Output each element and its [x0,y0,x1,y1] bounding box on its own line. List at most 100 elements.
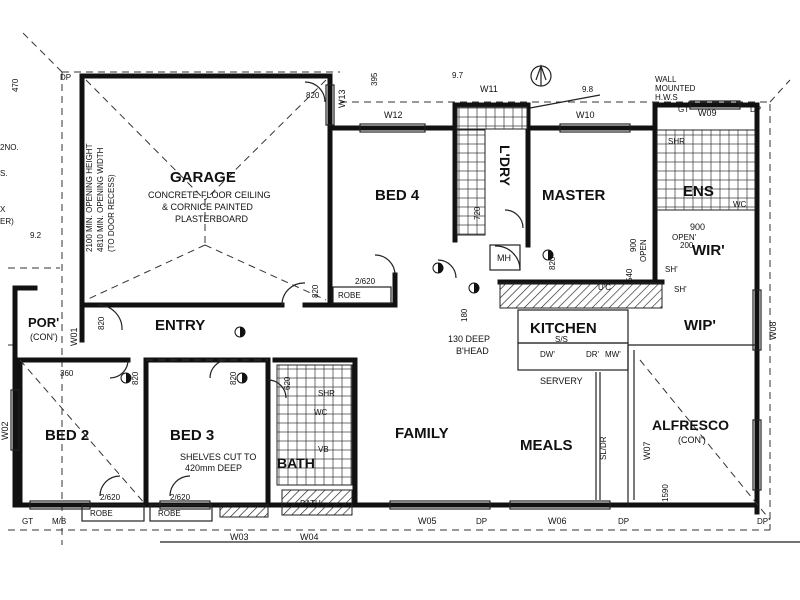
dp-label-1: DP [60,73,71,82]
window-w07: W07 [642,441,652,460]
robe-label-bed4: ROBE [338,291,361,300]
alfresco-con: (CON') [678,435,706,445]
garage-note-2: & CORNICE PAINTED [162,202,253,212]
ss-label: S/S [555,335,568,344]
window-w06: W06 [548,516,567,526]
garage-note-3: PLASTERBOARD [175,214,249,224]
open-200: 200 [680,241,694,250]
door-820-bed2: 820 [131,371,140,385]
sh-label-wir: SH' [665,265,678,274]
hws-label-3: H.W.S [655,93,678,102]
linen-hatch [219,504,269,518]
gt-label-left: GT [22,517,33,526]
window-w12: W12 [384,110,403,120]
garage-open-1: 2100 MIN. OPENING HEIGHT [85,143,94,252]
room-wir: WIR' [692,242,725,259]
door-820-garage: 820 [306,91,320,100]
room-por: POR' [28,315,59,330]
window-w09: W09 [698,108,717,118]
robe-bed4 [332,286,392,304]
open-text: OPEN' [672,233,697,242]
robe-bed3 [149,504,213,522]
garage-open-2: 4810 MIN. OPENING WIDTH [96,147,105,252]
dp-label-3: DP [476,517,487,526]
servery-label: SERVERY [540,376,583,386]
room-kitchen: KITCHEN [530,320,597,337]
room-master: MASTER [542,187,606,204]
robe-bed2 [81,504,145,522]
robe-label-bed2: ROBE [90,509,113,518]
hws-label-2: MOUNTED [655,84,696,93]
room-bed2: BED 2 [45,427,89,444]
door-820-bed4: 820 [311,284,320,298]
room-wip: WIP' [684,317,716,334]
dim-er: ER) [0,217,14,226]
dim-97: 9.7 [452,71,464,80]
laundry-floor-tiles [456,129,486,236]
room-ldry: L'DRY [497,145,513,187]
bath-tub-label: BATH [300,499,321,508]
mh-label: MH [497,253,511,263]
dp-label-5: DP [757,517,768,526]
shelves-note-2: 420mm DEEP [185,463,242,473]
sl-dr-label: SL/DR [599,436,608,460]
dim-x: X [0,205,6,214]
door-swings [97,81,524,497]
beam-label-1: 130 DEEP [448,334,490,344]
door-620-bath: 620 [283,376,292,390]
robe-label-bed3: ROBE [158,509,181,518]
room-family: FAMILY [395,425,449,442]
garage-roof-lines [19,29,791,521]
vb-label: VB [318,445,329,454]
mb-label: M/B [52,517,66,526]
dim-2no: 2NO. [0,143,19,152]
wc-label-bath: WC [314,408,328,417]
mw-label: MW' [605,350,621,359]
bath-tiles [276,364,353,486]
dim-470: 470 [11,78,20,92]
dim-180: 180 [460,308,469,322]
smoke-detectors [120,249,554,384]
sh-label-wip: SH' [674,285,687,294]
dim-540: 540 [625,268,634,282]
garage-note-1: CONCRETE FLOOR CEILING [148,190,271,200]
window-w10: W10 [576,110,595,120]
door-820-entry: 820 [97,316,106,330]
dim-98: 9.8 [582,85,594,94]
dp-label-2: DP [750,105,761,114]
door-2620-bed3: 2/620 [170,493,191,502]
kitchen-bench [499,282,663,309]
uc-label: U'C [598,283,611,292]
kitchen-island [517,309,629,344]
por-con: (CON') [30,332,58,342]
bath-tub-hatch [281,489,353,516]
ensuite-tiles [656,129,756,211]
garage-open-3: (TO DOOR RECESS) [107,174,116,252]
shr-label-bath: SHR [318,389,335,398]
laundry-tiles [456,106,528,130]
room-ens: ENS [683,183,714,200]
room-bath: BATH [277,455,315,471]
window-w04: W04 [300,532,319,542]
door-2620-bed2: 2/620 [100,493,121,502]
dp-label-4: DP [618,517,629,526]
door-820-bed3: 820 [229,371,238,385]
window-w01: W01 [69,327,79,346]
window-w13: W13 [337,89,347,108]
window-w11: W11 [480,84,498,94]
open-900: 900 [690,222,705,232]
door-820-master: 820 [548,256,557,270]
window-w03: W03 [230,532,249,542]
dim-360: 360 [60,369,74,378]
room-bed3: BED 3 [170,427,214,444]
dim-1590: 1590 [661,484,670,502]
window-w08: W08 [768,321,778,340]
shelves-note-1: SHELVES CUT TO [180,452,256,462]
bottom-windows [10,84,762,510]
dim-395: 395 [370,72,379,86]
hws-label-1: WALL [655,75,677,84]
room-meals: MEALS [520,437,573,454]
room-entry: ENTRY [155,317,205,334]
dw-label: DW' [540,350,555,359]
